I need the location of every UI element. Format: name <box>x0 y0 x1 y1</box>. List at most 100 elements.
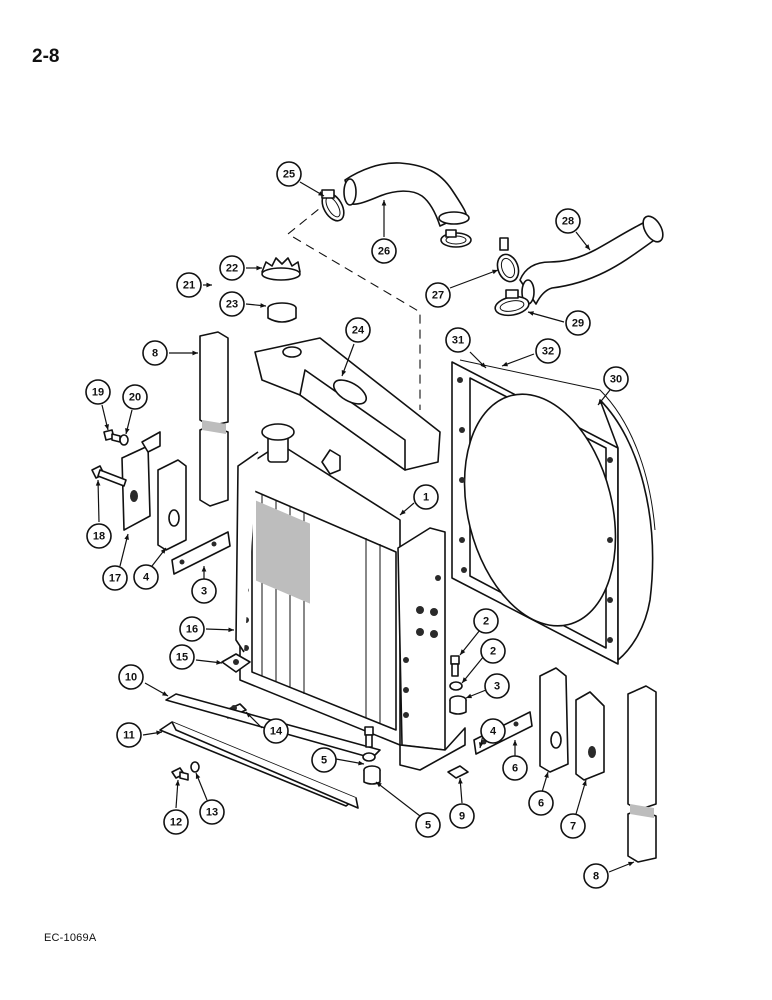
callout-bubble <box>555 208 581 234</box>
callout-number: 11 <box>123 730 135 742</box>
callout-bubble <box>142 340 168 366</box>
washer-small <box>119 434 129 446</box>
leader-arrowhead <box>162 691 168 696</box>
callout-5: 5 <box>375 781 441 838</box>
callout-number: 2 <box>490 646 496 658</box>
callout-bubble <box>118 664 144 690</box>
callout-16: 16 <box>179 616 235 642</box>
spacer-upper-right <box>449 695 467 715</box>
leader-arrowhead <box>584 244 590 250</box>
callout-bubble <box>449 803 475 829</box>
rubber-pad-right <box>539 667 569 773</box>
callout-32: 32 <box>501 338 561 367</box>
callout-31: 31 <box>445 327 487 369</box>
callout-bubble <box>535 338 561 364</box>
callout-24: 24 <box>341 317 371 377</box>
washer-bottom <box>190 761 200 773</box>
callout-bubble <box>528 790 554 816</box>
callout-bubble <box>179 616 205 642</box>
callout-19: 19 <box>85 379 111 431</box>
page-number-label: 2-8 <box>32 46 60 67</box>
callout-bubble <box>163 809 189 835</box>
callout-bubble <box>583 863 609 889</box>
callout-12: 12 <box>163 779 189 835</box>
callout-2: 2 <box>461 638 506 684</box>
bolt-long <box>91 465 127 487</box>
callout-bubble <box>560 813 586 839</box>
callout-bubble <box>176 272 202 298</box>
callout-6: 6 <box>528 771 554 816</box>
callout-bubble <box>122 384 148 410</box>
callout-number: 29 <box>572 318 584 330</box>
leader-arrowhead <box>400 509 406 515</box>
hose-clamp-lower <box>494 289 530 317</box>
callout-number: 12 <box>170 817 182 829</box>
callout-number: 2 <box>483 616 489 628</box>
callout-number: 27 <box>432 290 444 302</box>
callout-bubble <box>345 317 371 343</box>
hose-clamp-upper-left <box>321 189 345 222</box>
callout-bubble <box>311 747 337 773</box>
leader-arrowhead <box>156 730 162 736</box>
callout-26: 26 <box>371 200 397 264</box>
callout-5: 5 <box>311 747 365 773</box>
callout-number: 10 <box>125 672 137 684</box>
callout-number: 4 <box>490 726 497 738</box>
leader-arrowhead <box>460 649 466 655</box>
callout-number: 18 <box>93 531 105 543</box>
leader-arrowhead <box>160 548 166 554</box>
leader-arrowhead <box>125 428 130 434</box>
callout-number: 4 <box>143 572 150 584</box>
callout-number: 31 <box>452 335 464 347</box>
callout-bubble <box>484 673 510 699</box>
leader-arrowhead <box>318 191 324 196</box>
callout-bubble <box>603 366 629 392</box>
callout-11: 11 <box>116 722 163 748</box>
leader-line <box>375 781 421 817</box>
callout-23: 23 <box>219 291 267 317</box>
leader-arrowhead <box>195 773 201 779</box>
callout-7: 7 <box>560 779 587 839</box>
leader-line <box>97 479 100 523</box>
lower-hose <box>519 215 664 305</box>
callout-13: 13 <box>195 772 225 825</box>
callout-bubble <box>415 812 441 838</box>
dashed-guide-line <box>287 199 421 410</box>
leader-line <box>575 779 587 815</box>
callout-bubble <box>85 379 111 405</box>
callout-4: 4 <box>478 718 506 749</box>
callout-number: 8 <box>593 871 599 883</box>
callout-8: 8 <box>142 340 198 366</box>
callout-number: 22 <box>226 263 238 275</box>
callout-30: 30 <box>597 366 629 406</box>
callout-number: 8 <box>152 348 158 360</box>
callout-21: 21 <box>176 272 212 298</box>
callout-bubble <box>502 755 528 781</box>
callout-number: 21 <box>183 280 195 292</box>
callout-bubble <box>473 608 499 634</box>
callout-6: 6 <box>502 740 528 781</box>
leader-arrowhead <box>358 760 364 766</box>
callout-number: 24 <box>352 325 365 337</box>
leader-arrowhead <box>544 772 549 778</box>
leader-arrowhead <box>175 780 180 786</box>
leader-arrowhead <box>104 424 109 430</box>
upper-hose <box>343 162 470 227</box>
leader-arrowhead <box>201 566 207 572</box>
figure-code-label: EC-1069A <box>44 932 97 944</box>
callout-4: 4 <box>133 547 167 590</box>
callout-number: 28 <box>562 216 574 228</box>
tube-clip <box>221 653 251 673</box>
leader-arrowhead <box>458 778 463 784</box>
top-bracket <box>254 337 441 471</box>
callout-number: 7 <box>570 821 576 833</box>
callout-number: 25 <box>283 169 295 181</box>
leader-arrowhead <box>381 200 387 206</box>
callout-20: 20 <box>122 384 148 435</box>
callout-bubble <box>86 523 112 549</box>
leader-arrowhead <box>376 782 382 788</box>
callout-28: 28 <box>555 208 591 251</box>
leader-arrowhead <box>341 370 347 376</box>
callout-3: 3 <box>191 566 217 604</box>
